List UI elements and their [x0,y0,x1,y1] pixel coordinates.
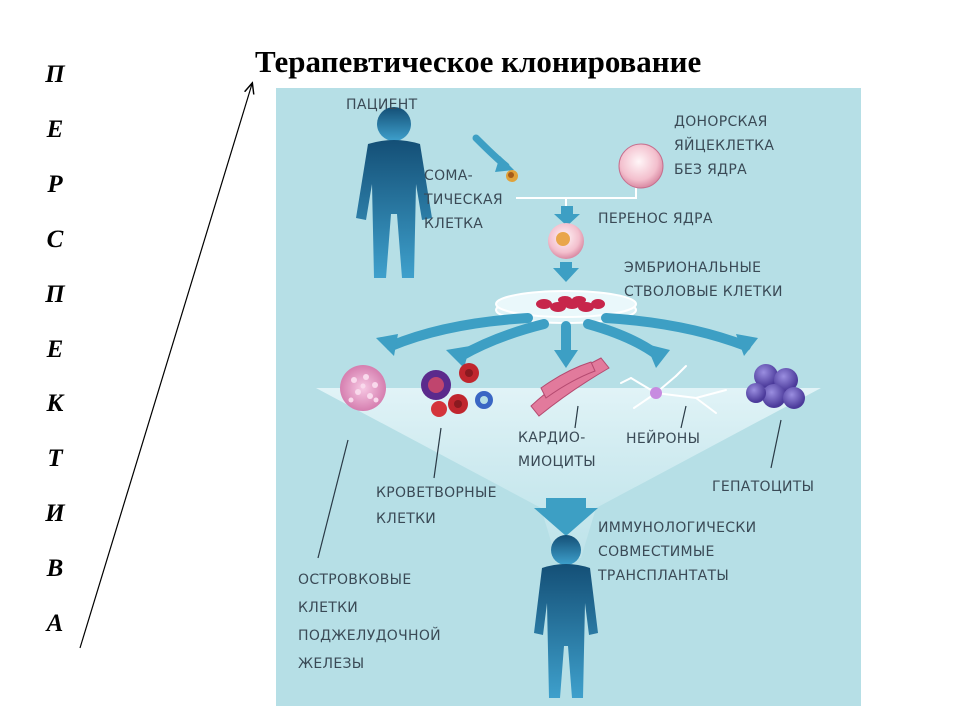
label-line: ИММУНОЛОГИЧЕСКИ [598,520,757,536]
label-line: БЕЗ ЯДРА [674,162,747,178]
diagram-graphics [316,107,821,698]
label-patient: ПАЦИЕНТ [346,97,418,113]
label-line: КАРДИО- [518,430,586,446]
label-line: КРОВЕТВОРНЫЕ [376,485,497,501]
vertical-letter: А [46,610,64,638]
page-title: Терапевтическое клонирование [255,44,702,79]
vertical-letter: Е [46,115,64,143]
vertical-letter: Т [47,445,63,473]
label-line: КЛЕТКА [424,216,484,232]
label-line: ТИЧЕСКАЯ [424,192,503,208]
label-nuclear-transfer: ПЕРЕНОС ЯДРА [598,211,713,227]
label-cardiomyocytes: КАРДИО- МИОЦИТЫ [518,426,596,474]
vertical-letter: С [46,225,64,253]
label-hepatocytes: ГЕПАТОЦИТЫ [712,479,815,495]
label-islet-cells: ОСТРОВКОВЫЕ КЛЕТКИ ПОДЖЕЛУДОЧНОЙ ЖЕЛЕЗЫ [298,566,441,678]
vertical-letter: Р [47,170,63,198]
vertical-letter: П [45,280,65,308]
label-immunocompatible-transplants: ИММУНОЛОГИЧЕСКИ СОВМЕСТИМЫЕ ТРАНСПЛАНТАТ… [598,516,756,588]
label-donor-egg: ДОНОРСКАЯ ЯЙЦЕКЛЕТКА БЕЗ ЯДРА [674,110,774,182]
label-line: ЯЙЦЕКЛЕТКА [674,138,775,154]
label-hematopoietic-cells: КРОВЕТВОРНЫЕ КЛЕТКИ [376,480,497,532]
label-line: ЖЕЛЕЗЫ [298,656,365,672]
label-line: СОМА- [424,168,474,184]
label-embryonic-stem-cells: ЭМБРИОНАЛЬНЫЕ СТВОЛОВЫЕ КЛЕТКИ [624,256,783,304]
vertical-letter: И [45,500,65,528]
label-line: СОВМЕСТИМЫЕ [598,544,715,560]
label-line: ДОНОРСКАЯ [674,114,768,130]
label-line: ОСТРОВКОВЫЕ [298,572,412,588]
label-line: КЛЕТКИ [298,600,359,616]
vertical-letter: Е [46,335,64,363]
patient-figure-top [356,107,432,278]
label-line: СТВОЛОВЫЕ КЛЕТКИ [624,284,783,300]
label-line: МИОЦИТЫ [518,454,596,470]
label-line: ЭМБРИОНАЛЬНЫЕ [624,260,762,276]
vertical-letter: К [46,390,64,418]
label-neurons: НЕЙРОНЫ [626,431,701,447]
label-line: ТРАНСПЛАНТАТЫ [598,568,729,584]
patient-figure-bottom [534,535,598,698]
vertical-letter: П [45,61,65,88]
label-line: КЛЕТКИ [376,511,437,527]
vertical-letters: П Е Р С П Е К Т И В А [40,48,70,652]
label-line: ПОДЖЕЛУДОЧНОЙ [298,628,441,644]
label-somatic-cell: СОМА- ТИЧЕСКАЯ КЛЕТКА [424,164,503,236]
vertical-letter: В [46,555,64,583]
diagram-panel: ПАЦИЕНТ ДОНОРСКАЯ ЯЙЦЕКЛЕТКА БЕЗ ЯДРА СО… [276,88,861,706]
